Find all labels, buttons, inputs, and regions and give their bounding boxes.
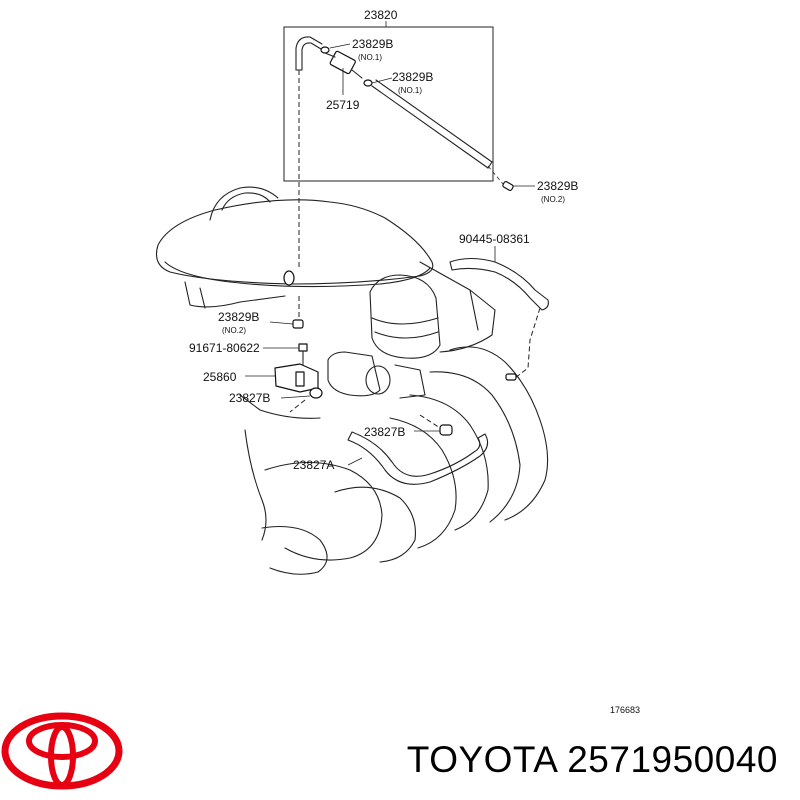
hose-bottom — [347, 431, 489, 485]
label-clamp-left-sub: (NO.2) — [222, 326, 246, 335]
clamp-icon — [502, 181, 514, 191]
engine-outline — [155, 186, 549, 575]
label-filter: 25719 — [326, 98, 360, 112]
clip-icon — [439, 424, 453, 436]
label-clamp-top-1-sub: (NO.1) — [358, 53, 382, 62]
label-clamp-top-1: 23829B — [352, 37, 393, 51]
bolt-icon — [298, 343, 308, 352]
label-assembly: 23820 — [364, 8, 398, 22]
label-hose-right: 90445-08361 — [459, 232, 530, 246]
clamp-icon — [505, 373, 517, 381]
footer-caption: TOYOTA 2571950040 — [407, 739, 778, 781]
label-clamp-top-2-sub: (NO.1) — [398, 86, 422, 95]
label-hose-bottom: 23827A — [293, 458, 334, 472]
brand-name: TOYOTA — [406, 739, 557, 780]
label-clamp-right: 23829B — [537, 179, 578, 193]
clamp-icon — [283, 270, 295, 286]
label-clamp-top-2: 23829B — [392, 70, 433, 84]
toyota-logo — [1, 712, 123, 790]
hose-right — [449, 257, 549, 311]
label-vsv: 25860 — [203, 370, 237, 384]
label-bolt: 91671-80622 — [189, 341, 260, 355]
clamp-icon — [320, 46, 330, 54]
label-clip-mid: 23827B — [364, 425, 405, 439]
label-clip-left: 23827B — [229, 391, 270, 405]
label-clamp-left: 23829B — [218, 310, 259, 324]
filter-icon — [329, 50, 356, 75]
hose-hook — [295, 36, 323, 71]
inset-box — [283, 26, 494, 182]
long-hose — [371, 85, 489, 169]
clamp-icon — [363, 79, 373, 87]
clamp-icon — [292, 319, 304, 329]
clip-icon — [309, 387, 323, 399]
drawing-number: 176683 — [610, 705, 640, 715]
label-clamp-right-sub: (NO.2) — [541, 195, 565, 204]
part-number: 2571950040 — [567, 739, 778, 780]
